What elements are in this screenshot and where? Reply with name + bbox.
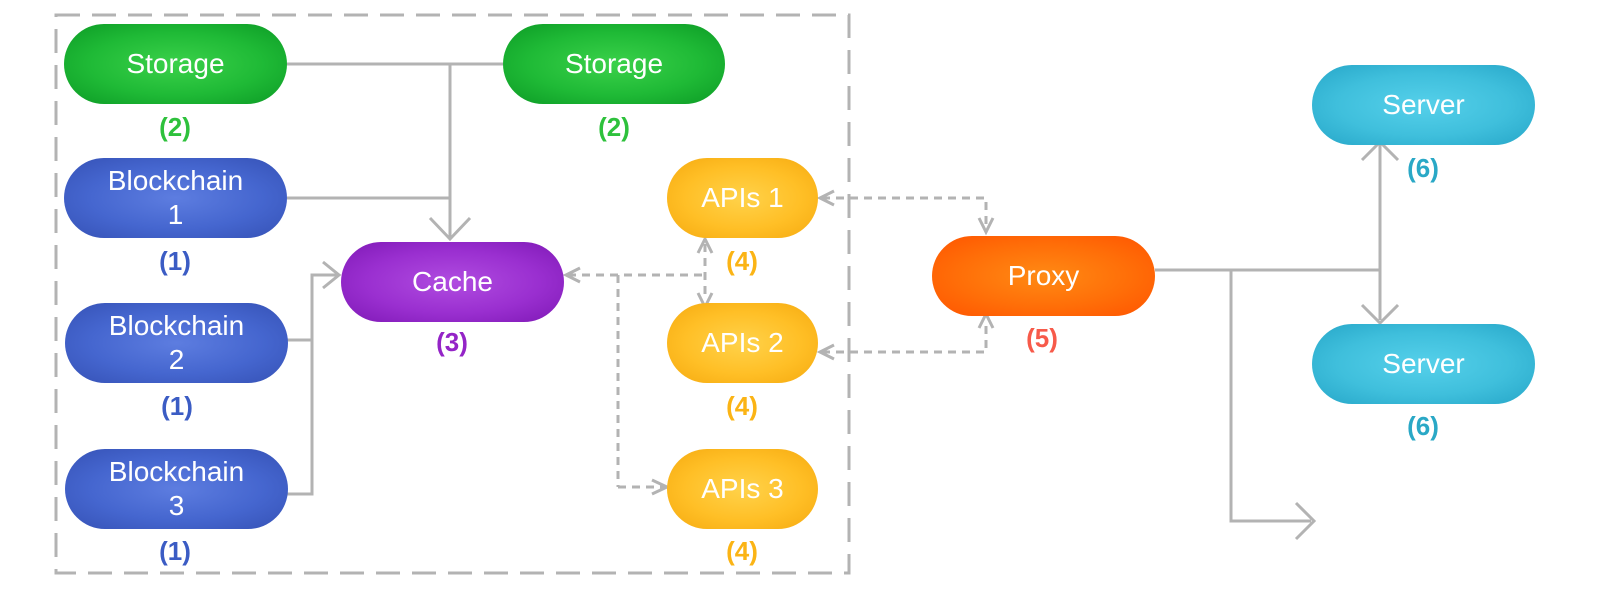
server-node-1-label: Server [1382, 89, 1465, 120]
apis-to-proxy-connector [822, 196, 988, 354]
proxy-to-servers-connector [1155, 139, 1400, 541]
storage-node-2-number: (2) [598, 112, 630, 142]
blockchain-node-1-label: Blockchain 1 [107, 165, 244, 230]
storage-node-1[interactable]: Storage [64, 24, 287, 104]
blockchain-node-1-number: (1) [159, 246, 191, 276]
apis-node-3-number: (4) [726, 536, 758, 566]
apis-node-2-label: APIs 2 [701, 327, 784, 358]
blockchain-2-3-to-cache-connector [287, 260, 342, 496]
storage-node-2[interactable]: Storage [503, 24, 725, 104]
proxy-node[interactable]: Proxy [932, 236, 1155, 316]
blockchain-node-2-label: Blockchain 2 [108, 310, 245, 375]
group-boundary [54, 13, 851, 575]
cache-to-apis-connector [568, 244, 707, 489]
blockchain-node-3[interactable]: Blockchain 3 [65, 449, 288, 529]
cache-node[interactable]: Cache [341, 242, 564, 322]
blockchain-node-3-number: (1) [159, 536, 191, 566]
server-node-1-number: (6) [1407, 153, 1439, 183]
server-node-2-label: Server [1382, 348, 1465, 379]
server-node-2[interactable]: Server [1312, 324, 1535, 404]
cache-node-number: (3) [436, 327, 468, 357]
blockchain-node-2[interactable]: Blockchain 2 [65, 303, 288, 383]
apis-node-1[interactable]: APIs 1 [667, 158, 818, 238]
server-node-1[interactable]: Server [1312, 65, 1535, 145]
storage-node-1-number: (2) [159, 112, 191, 142]
storage-to-cache-connector [287, 62, 503, 242]
storage-node-1-label: Storage [126, 48, 225, 79]
proxy-node-number: (5) [1026, 323, 1058, 353]
apis-node-2-number: (4) [726, 391, 758, 421]
apis-node-1-label: APIs 1 [701, 182, 784, 213]
apis-node-1-number: (4) [726, 246, 758, 276]
proxy-node-label: Proxy [1007, 260, 1080, 291]
apis-node-2[interactable]: APIs 2 [667, 303, 818, 383]
blockchain-node-1[interactable]: Blockchain 1 [64, 158, 287, 238]
storage-node-2-label: Storage [564, 48, 664, 79]
blockchain-node-2-number: (1) [161, 391, 193, 421]
cache-node-label: Cache [412, 266, 493, 297]
blockchain-node-3-label: Blockchain 3 [108, 456, 245, 521]
apis-node-3-label: APIs 3 [701, 473, 784, 504]
apis-node-3[interactable]: APIs 3 [667, 449, 818, 529]
server-node-2-number: (6) [1407, 411, 1439, 441]
